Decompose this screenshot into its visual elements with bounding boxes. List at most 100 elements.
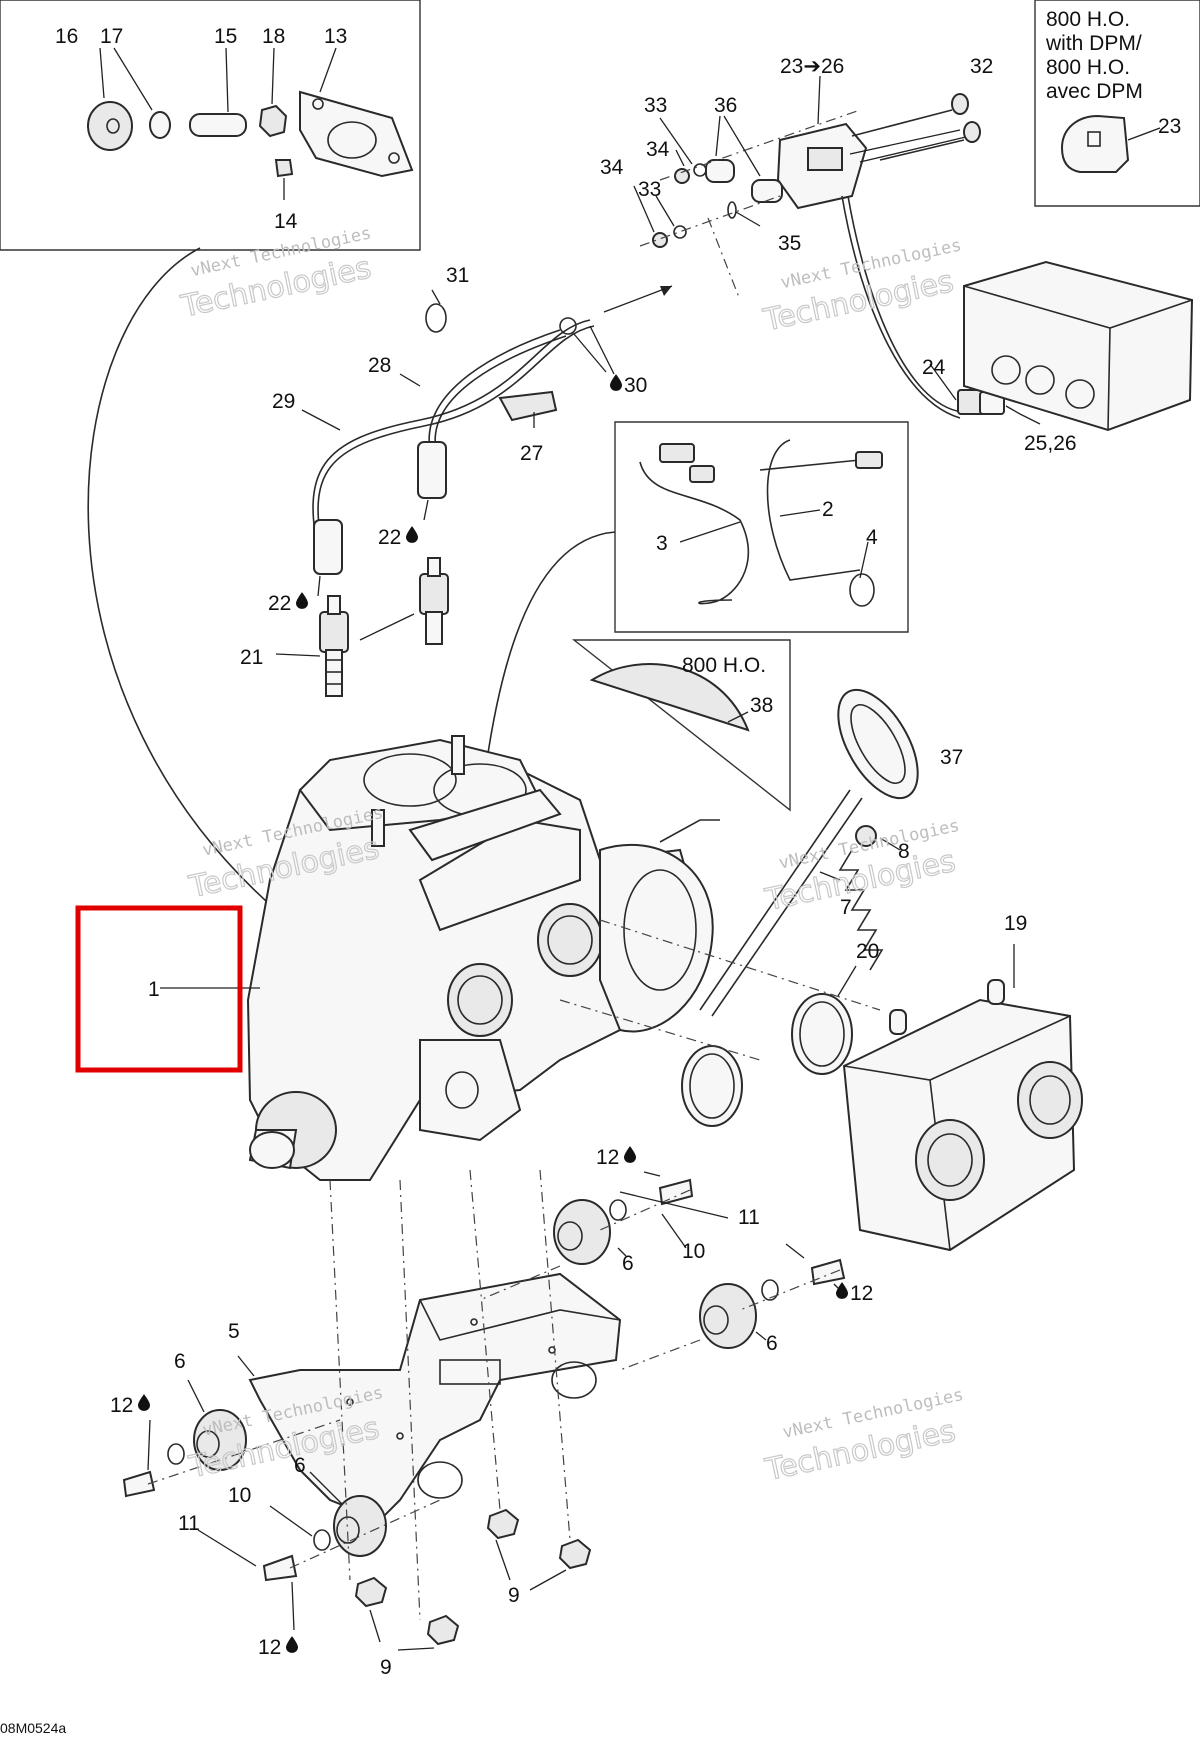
callout-19: 19: [1004, 912, 1027, 935]
callout-12-upper-group: 12: [596, 1146, 636, 1169]
leader-inset-to-engine: [87, 247, 301, 931]
callout-12-left-group: 12: [110, 1394, 150, 1417]
callout-23: 23: [1158, 115, 1181, 138]
note-dpm-line-3: 800 H.O.: [1046, 56, 1130, 79]
part-6-mount-upper: [553, 1199, 611, 1265]
leader-shield-to-engine: [659, 819, 720, 843]
callout-22-lower: 22: [268, 592, 291, 615]
callout-8: 8: [898, 840, 910, 863]
oil-drop-icon: [610, 374, 622, 391]
oil-drop-icon: [836, 1282, 848, 1299]
callout-6-upper: 6: [622, 1252, 634, 1275]
oil-drop-icon: [406, 526, 418, 543]
part-22-cap-lower: [313, 519, 343, 575]
callout-34-a: 34: [646, 138, 670, 161]
leader-lines-top: [160, 75, 1021, 989]
part-18-nut: [258, 104, 288, 138]
callout-11-lower: 11: [178, 1512, 200, 1535]
callout-36: 36: [714, 94, 737, 117]
part-7-spring: [838, 849, 884, 971]
part-29-wire: [312, 319, 591, 561]
oil-drop-icon: [138, 1394, 150, 1411]
part-33-washer-a: [693, 163, 707, 177]
part-6-mount-left: [193, 1409, 247, 1471]
intake-boot-left: [447, 963, 513, 1037]
callout-3: 3: [656, 532, 668, 555]
callout-16: 16: [55, 25, 78, 48]
oil-drop-icon: [296, 592, 308, 609]
callout-38: 38: [750, 694, 773, 717]
callout-labels: 16 17 15 18 13 14 23➔26 32 33 36 34 34 3…: [55, 25, 1181, 1679]
callout-14: 14: [274, 210, 298, 233]
drawing-code: 08M0524a: [0, 1720, 66, 1736]
callout-24: 24: [922, 356, 946, 379]
watermark-low-right: vNext Technologies Technologies: [761, 1385, 965, 1489]
part-36-sleeve-a: [705, 159, 735, 183]
callout-18: 18: [262, 25, 285, 48]
part-19-carburetors: [842, 944, 1083, 1252]
inset-box-timing-parts: [0, 0, 421, 251]
part-1-engine: [246, 735, 714, 1181]
inset-box-dpm: [1034, 0, 1200, 207]
callout-12-right-group: 12: [836, 1282, 873, 1305]
callout-12-bottom-group: 12: [258, 1636, 298, 1659]
callout-25-26: 25,26: [1024, 432, 1077, 455]
part-37-oil-dipstick: [699, 688, 919, 1017]
callout-23-26: 23➔26: [780, 55, 844, 78]
callout-2: 2: [822, 498, 834, 521]
part-20-clamps: [559, 919, 881, 1127]
part-33-washer-b: [673, 225, 687, 239]
callout-29: 29: [272, 390, 295, 413]
callout-9-right: 9: [508, 1584, 520, 1607]
note-dpm: 800 H.O. with DPM/ 800 H.O. avec DPM: [1045, 8, 1143, 103]
part-21-spark-plug-right: [419, 557, 449, 645]
callout-11-upper: 11: [738, 1206, 760, 1229]
callout-6-lower: 6: [294, 1454, 306, 1477]
ignition-wires-group: [312, 285, 673, 697]
oil-drop-icon: [286, 1636, 298, 1653]
part-15-rod: [189, 113, 247, 137]
callout-7: 7: [840, 896, 852, 919]
callout-22-upper: 22: [378, 526, 401, 549]
callout-6-mid: 6: [766, 1332, 778, 1355]
callout-22-upper-group: 22: [378, 526, 418, 549]
dpm-module: [963, 260, 1194, 432]
oil-drop-icon: [624, 1146, 636, 1163]
callout-34-b: 34: [600, 156, 624, 179]
part-14-screw: [274, 159, 294, 178]
mount-fasteners-group: [122, 1169, 846, 1651]
part-6-mount-lower: [333, 1495, 387, 1557]
part-34-nut-b: [652, 232, 668, 248]
part-8-fitting: [855, 825, 877, 847]
callout-30-group: 30: [610, 374, 647, 397]
highlight-box: [75, 905, 243, 1073]
note-dpm-line-2: with DPM/: [1045, 32, 1142, 55]
callout-12-bottom: 12: [258, 1636, 281, 1659]
part-38-shield: [589, 663, 750, 732]
part-5-mount-bracket: [248, 1272, 622, 1522]
callout-1: 1: [148, 978, 160, 1001]
note-dpm-line-1: 800 H.O.: [1046, 8, 1130, 31]
part-28-wire: [428, 329, 561, 451]
inset-box-800ho: [571, 639, 791, 812]
callout-4: 4: [866, 526, 878, 549]
callout-17: 17: [100, 25, 123, 48]
callout-13: 13: [324, 25, 347, 48]
note-dpm-line-4: avec DPM: [1046, 80, 1143, 103]
callout-9-bottom: 9: [380, 1656, 392, 1679]
part-31-tie: [425, 303, 447, 333]
callout-12-left: 12: [110, 1394, 133, 1417]
callout-10-lower: 10: [228, 1484, 251, 1507]
callout-28: 28: [368, 354, 391, 377]
part-36-sleeve-b: [751, 179, 783, 203]
callout-12-upper: 12: [596, 1146, 619, 1169]
inset-box-harness: [614, 421, 909, 633]
part-34-nut-a: [674, 168, 690, 184]
callout-33-a: 33: [644, 94, 667, 117]
callout-31: 31: [446, 264, 469, 287]
part-16-cap: [87, 101, 133, 151]
note-800ho: 800 H.O.: [682, 654, 766, 677]
part-22-cap-upper: [417, 441, 447, 499]
callout-32: 32: [970, 55, 993, 78]
